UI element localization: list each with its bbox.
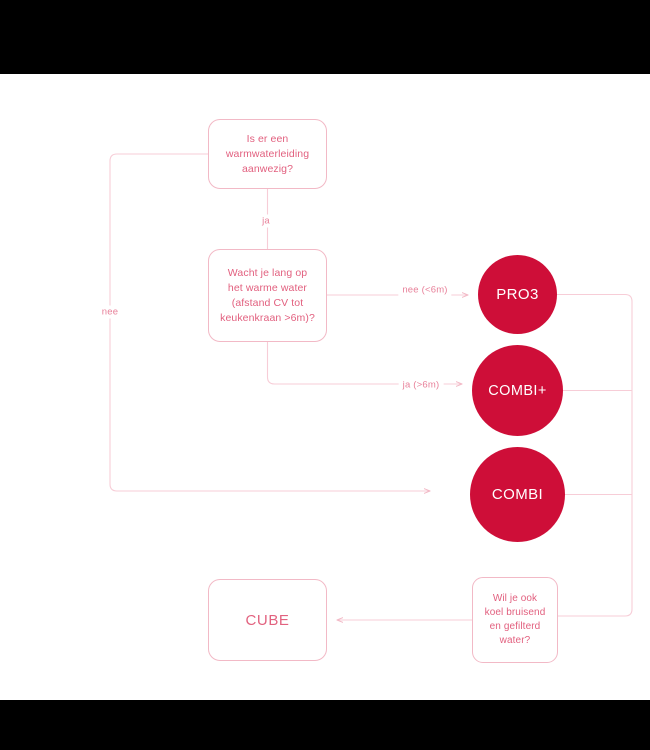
node-combi-plus[interactable]: COMBI+	[472, 345, 563, 436]
node-bruisend-water-label: Wil je ook koel bruisend en gefilterd wa…	[484, 593, 546, 646]
edge-pro3-bus	[556, 293, 633, 617]
node-wacht-warm-water-question[interactable]: Wacht je lang op het warme water (afstan…	[208, 249, 327, 342]
edge-label-ja-over-6m: ja (>6m)	[398, 378, 444, 392]
node-warmwaterleiding-label: Is er een warmwaterleiding aanwezig?	[225, 132, 310, 175]
node-wacht-warm-water-label: Wacht je lang op het warme water (afstan…	[220, 266, 315, 324]
node-combi-label: COMBI	[491, 486, 544, 503]
node-pro3-label: PRO3	[496, 286, 539, 303]
letterbox-top	[0, 0, 650, 74]
edge-label-nee-under-6m: nee (<6m)	[398, 283, 452, 297]
node-cube-label: CUBE	[245, 611, 290, 629]
node-pro3[interactable]: PRO3	[478, 255, 557, 334]
node-warmwaterleiding-question[interactable]: Is er een warmwaterleiding aanwezig?	[208, 119, 327, 189]
edge-label-nee: nee	[97, 305, 123, 319]
node-combi[interactable]: COMBI	[470, 447, 565, 542]
flowchart-canvas: Is er een warmwaterleiding aanwezig? Wac…	[0, 74, 650, 700]
node-cube[interactable]: CUBE	[208, 579, 327, 661]
node-bruisend-water-question[interactable]: Wil je ook koel bruisend en gefilterd wa…	[472, 577, 558, 663]
node-combi-plus-label: COMBI+	[488, 382, 547, 399]
edge-label-ja: ja	[258, 214, 274, 228]
letterbox-bottom	[0, 700, 650, 750]
